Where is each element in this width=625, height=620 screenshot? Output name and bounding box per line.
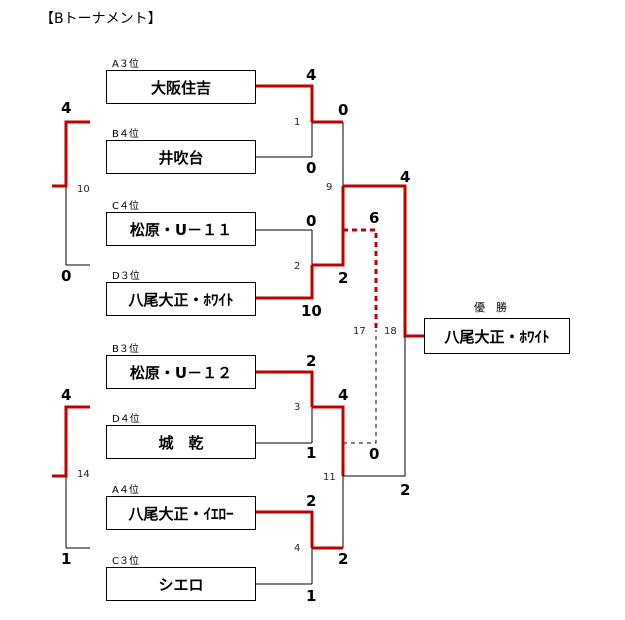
win-m18: [343, 184, 424, 338]
score: 2: [400, 481, 411, 499]
win-m9: [312, 186, 345, 267]
match-number: 1: [294, 117, 301, 128]
score: 0: [61, 267, 72, 285]
team-box: 松原・U－１１: [106, 212, 256, 246]
match-number: 17: [353, 326, 366, 337]
match-number: 9: [326, 182, 333, 193]
team-box: シエロ: [106, 567, 256, 601]
win-m17-dashed: [343, 228, 378, 330]
match-number: 18: [384, 326, 397, 337]
win-m1: [256, 84, 314, 122]
score: 2: [306, 352, 317, 370]
score: 10: [301, 302, 322, 320]
score: 1: [306, 444, 317, 462]
team-box: 八尾大正・ｲｴﾛｰ: [106, 496, 256, 530]
win-m14: [52, 405, 90, 478]
winner-lines: [52, 84, 424, 550]
line-m17-dashed: [343, 330, 377, 444]
champion-label: 優 勝: [474, 301, 507, 314]
score: 0: [306, 159, 317, 177]
team-seed: D３位: [112, 271, 140, 282]
team-seed: C４位: [112, 201, 139, 212]
team-box: 城 乾: [106, 425, 256, 459]
score: 2: [306, 492, 317, 510]
match-number: 10: [77, 184, 90, 195]
team-seed: C３位: [112, 556, 139, 567]
team-seed: D４位: [112, 414, 140, 425]
win-m4: [256, 510, 314, 548]
score: 4: [61, 386, 72, 404]
score: 4: [306, 66, 317, 84]
match-number: 3: [294, 402, 301, 413]
team-seed: A３位: [112, 59, 139, 70]
score: 1: [306, 587, 317, 605]
line-m18-lower: [343, 336, 406, 477]
score: 2: [338, 269, 349, 287]
final-lower-plain: [343, 336, 406, 477]
team-seed: B４位: [112, 129, 139, 140]
score: 0: [338, 101, 349, 119]
win-m10: [52, 120, 90, 188]
team-box: 松原・U－１２: [106, 355, 256, 389]
match-number: 14: [77, 469, 90, 480]
win-m11: [312, 405, 345, 476]
page-title: 【Bトーナメント】: [40, 11, 162, 27]
win-m3: [256, 370, 314, 407]
match-number: 4: [294, 543, 301, 554]
score: 4: [61, 99, 72, 117]
win-m2: [256, 265, 314, 300]
team-box: 八尾大正・ﾎﾜｲﾄ: [106, 282, 256, 316]
champion-box: 八尾大正・ﾎﾜｲﾄ: [424, 318, 570, 354]
team-seed: A４位: [112, 485, 139, 496]
score: 1: [61, 550, 72, 568]
score: 0: [369, 445, 380, 463]
team-box: 大阪住吉: [106, 70, 256, 104]
score: 2: [338, 550, 349, 568]
score: 4: [400, 168, 411, 186]
team-box: 井吹台: [106, 140, 256, 174]
match-number: 2: [294, 261, 301, 272]
score: 6: [369, 209, 380, 227]
score: 0: [306, 212, 317, 230]
match-number: 11: [323, 472, 336, 483]
score: 4: [338, 386, 349, 404]
team-seed: B３位: [112, 344, 139, 355]
